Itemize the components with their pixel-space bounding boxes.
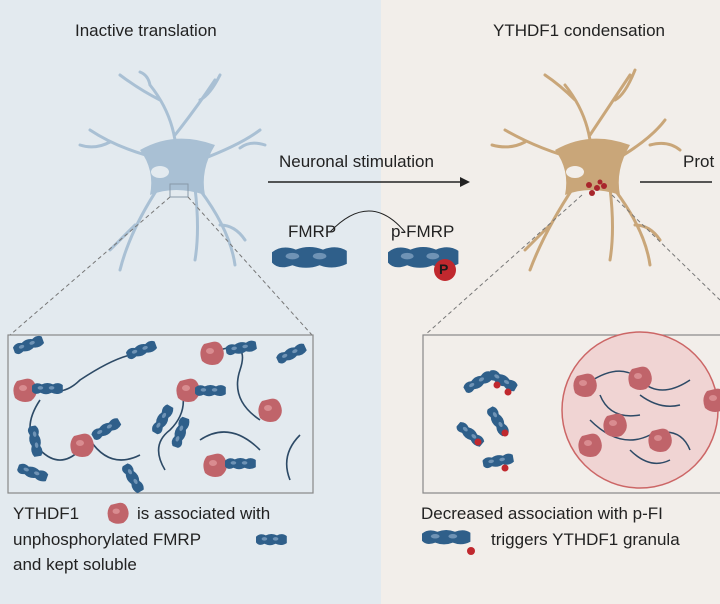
zoom-region-marker [169, 183, 189, 198]
free-pfmrp [454, 368, 519, 472]
left-caption-ythdf1: YTHDF1 [13, 504, 80, 523]
next-step-label: Prot [683, 152, 715, 171]
phosphate-icon [434, 259, 456, 281]
pfmrp-icon [422, 530, 471, 545]
left-caption-line2: unphosphorylated FMRP [13, 530, 202, 549]
left-caption-line3: and kept soluble [13, 555, 137, 574]
right-panel-title: YTHDF1 condensation [493, 21, 665, 40]
left-panel-title: Inactive translation [75, 21, 217, 40]
phosphate-icon [467, 547, 475, 555]
inset-box-soluble [7, 334, 314, 494]
zoom-lines [424, 194, 720, 336]
phosphorylation-arc [329, 210, 406, 233]
fmrp-label: FMRP [288, 222, 337, 241]
pfmrp-label: p-FMRP [391, 222, 455, 241]
right-caption-line2: triggers YTHDF1 granula [491, 530, 680, 549]
soluble-complexes [12, 334, 308, 495]
condensate-contents [573, 366, 720, 465]
neuron-active [490, 68, 682, 272]
phospho-label: P [439, 261, 449, 277]
left-caption-line1: is associated with [137, 504, 271, 523]
granules [586, 179, 607, 196]
inset-box-condensate [422, 334, 720, 494]
zoom-lines [9, 196, 313, 336]
fmrp-protein [272, 247, 347, 268]
right-panel-condensation [381, 0, 720, 604]
left-panel-inactive [0, 0, 381, 604]
arrowhead-icon [460, 177, 470, 187]
ythdf1-icon [107, 502, 129, 524]
ythdf1-condensate [561, 331, 719, 489]
stimulation-label: Neuronal stimulation [279, 152, 434, 171]
neuron-inactive [78, 70, 267, 272]
right-caption-line1: Decreased association with p-FI [421, 504, 663, 523]
fmrp-icon [256, 534, 287, 546]
